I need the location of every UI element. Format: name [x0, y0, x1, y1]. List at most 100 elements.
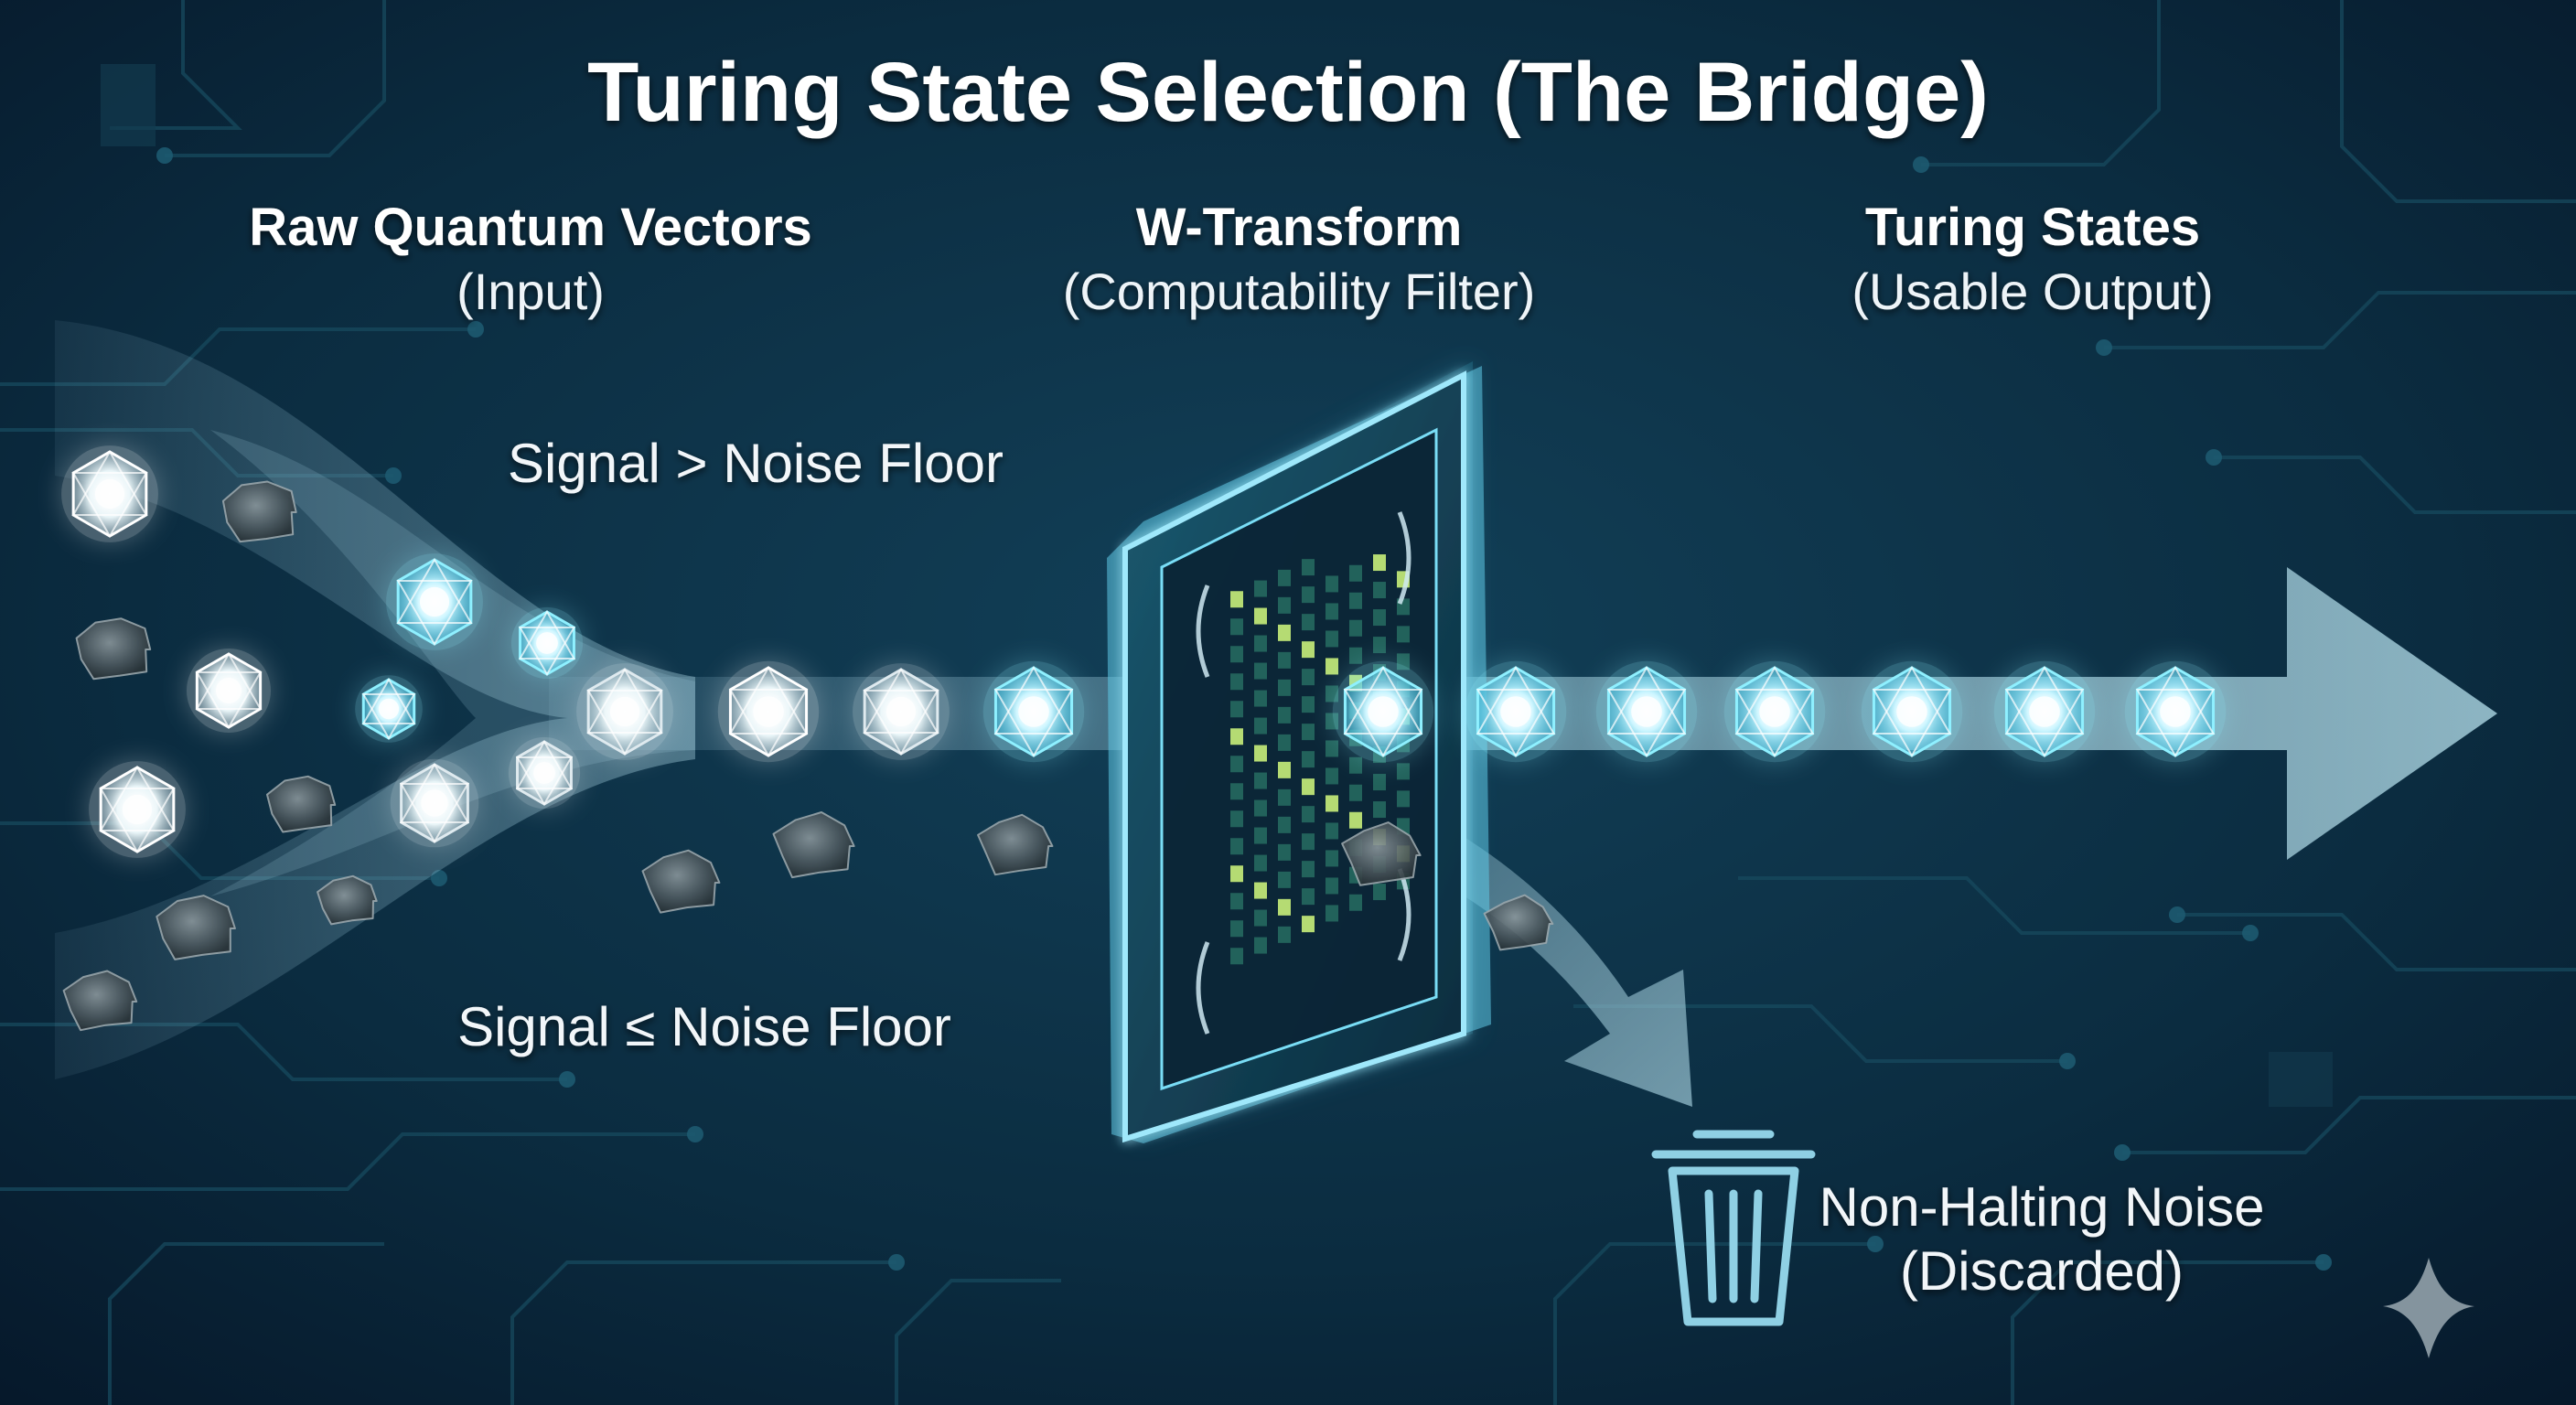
matrix-cell	[1278, 761, 1291, 778]
matrix-cell	[1254, 662, 1267, 680]
matrix-cell	[1254, 690, 1267, 707]
matrix-cell	[1230, 838, 1243, 855]
matrix-cell	[1373, 884, 1386, 901]
matrix-cell	[1254, 635, 1267, 652]
rock-blob-icon	[62, 970, 138, 1032]
upper-branch-label: Signal > Noise Floor	[508, 433, 1004, 494]
crystal-polyhedron-icon	[508, 736, 581, 810]
stage-input-subheading: (Input)	[456, 263, 605, 320]
matrix-cell	[1278, 926, 1291, 943]
matrix-cell	[1254, 745, 1267, 762]
matrix-cell	[1278, 816, 1291, 833]
matrix-cell	[1254, 882, 1267, 899]
matrix-cell	[1397, 790, 1410, 808]
crystal-polyhedron-icon	[89, 761, 186, 858]
matrix-cell	[1302, 778, 1315, 796]
matrix-cell	[1302, 696, 1315, 713]
matrix-cell	[1326, 822, 1338, 840]
matrix-cell	[1373, 609, 1386, 627]
crystal-polyhedron-icon	[61, 445, 158, 542]
crystal-polyhedron-icon	[1723, 660, 1826, 763]
stage-input-heading: Raw Quantum Vectors	[249, 198, 812, 257]
w-transform-filter	[1107, 361, 1491, 1143]
sparkle-icon	[2383, 1258, 2474, 1358]
matrix-cell	[1254, 827, 1267, 844]
rock-blob-icon	[977, 813, 1054, 876]
matrix-cell	[1326, 795, 1338, 812]
matrix-cell	[1278, 569, 1291, 586]
matrix-cell	[1230, 893, 1243, 910]
matrix-cell	[1278, 898, 1291, 916]
rock-blob-icon	[156, 895, 236, 960]
rock-blob-icon	[1341, 821, 1422, 886]
matrix-cell	[1254, 717, 1267, 735]
input-funnel	[55, 320, 695, 1079]
matrix-cell	[1230, 673, 1243, 691]
matrix-cell	[1349, 592, 1362, 609]
discard-sublabel: (Discarded)	[1900, 1240, 2184, 1302]
chip-decoration	[2269, 1052, 2333, 1107]
matrix-cell	[1326, 767, 1338, 785]
matrix-cell	[1278, 624, 1291, 641]
matrix-cell	[1397, 626, 1410, 643]
matrix-cell	[1278, 651, 1291, 669]
crystal-polyhedron-icon	[386, 553, 483, 650]
crystal-polyhedron-icon	[576, 663, 673, 760]
rock-blob-icon	[266, 775, 337, 833]
matrix-cell	[1302, 888, 1315, 906]
matrix-cell	[1373, 554, 1386, 572]
crystal-polyhedron-icon	[1993, 660, 2096, 763]
rock-blob-icon	[221, 480, 297, 543]
stage-output-heading: Turing States	[1865, 198, 2200, 257]
matrix-cell	[1254, 799, 1267, 817]
matrix-cell	[1326, 905, 1338, 922]
trash-can-icon	[1651, 1130, 1816, 1326]
matrix-cell	[1302, 806, 1315, 823]
page-title: Turing State Selection (The Bridge)	[587, 46, 1989, 139]
lower-branch-label: Signal ≤ Noise Floor	[457, 996, 951, 1057]
crystal-polyhedron-icon	[1861, 660, 1963, 763]
matrix-cell	[1302, 751, 1315, 768]
stage-filter-heading: W-Transform	[1136, 198, 1463, 257]
matrix-cell	[1230, 618, 1243, 636]
matrix-cell	[1278, 596, 1291, 614]
matrix-cell	[1302, 614, 1315, 631]
rock-blob-icon	[317, 874, 378, 926]
matrix-cell	[1326, 658, 1338, 675]
matrix-cell	[1349, 811, 1362, 829]
rock-blob-icon	[1483, 894, 1554, 951]
matrix-cell	[1254, 937, 1267, 954]
state-particles	[61, 445, 2227, 1032]
matrix-cell	[1302, 916, 1315, 933]
stage-output-subheading: (Usable Output)	[1852, 263, 2213, 320]
matrix-cell	[1326, 850, 1338, 867]
matrix-cell	[1230, 756, 1243, 773]
matrix-cell	[1230, 783, 1243, 800]
matrix-cell	[1373, 801, 1386, 819]
matrix-cell	[1326, 877, 1338, 895]
matrix-cell	[1349, 894, 1362, 911]
matrix-cell	[1230, 591, 1243, 608]
matrix-cell	[1278, 871, 1291, 888]
crystal-polyhedron-icon	[1595, 660, 1698, 763]
matrix-cell	[1254, 854, 1267, 872]
rock-blob-icon	[641, 849, 721, 914]
crystal-polyhedron-icon	[1465, 660, 1567, 763]
crystal-polyhedron-icon	[1332, 660, 1434, 763]
matrix-cell	[1349, 619, 1362, 637]
crystal-polyhedron-icon	[2124, 660, 2227, 763]
matrix-cell	[1326, 603, 1338, 620]
crystal-polyhedron-icon	[853, 663, 950, 760]
matrix-cell	[1302, 724, 1315, 741]
matrix-cell	[1373, 582, 1386, 599]
matrix-cell	[1302, 861, 1315, 878]
matrix-cell	[1373, 637, 1386, 654]
matrix-cell	[1230, 810, 1243, 828]
matrix-cell	[1302, 641, 1315, 659]
matrix-cell	[1326, 630, 1338, 648]
matrix-cell	[1349, 564, 1362, 582]
matrix-cell	[1254, 909, 1267, 927]
matrix-cell	[1278, 788, 1291, 806]
